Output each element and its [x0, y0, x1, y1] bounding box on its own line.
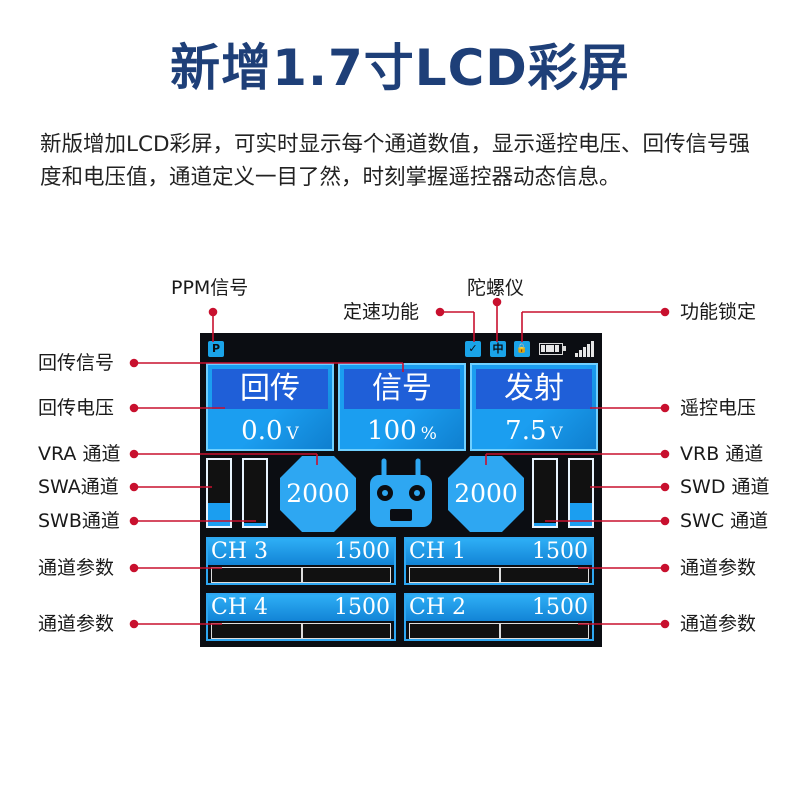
battery-icon [539, 343, 566, 355]
panel-title: 发射 [476, 369, 592, 409]
panel-title: 回传 [212, 369, 328, 409]
channel-name: CH 2 [409, 595, 467, 620]
label-gyro: 陀螺仪 [467, 277, 525, 299]
description-text: 新版增加LCD彩屏，可实时显示每个通道数值，显示遥控电压、回传信号强度和电压值，… [40, 132, 751, 190]
swc-slider [532, 458, 558, 528]
label-return-voltage: 回传电压 [38, 397, 115, 419]
ppm-icon: P [208, 341, 224, 357]
channel-track [211, 567, 391, 583]
channel-value: 1500 [532, 595, 588, 620]
label-vrb-channel: VRB 通道 [680, 443, 764, 465]
channel-track [409, 567, 589, 583]
label-remote-voltage: 遥控电压 [680, 397, 757, 419]
channel-1-row: CH 1 1500 [404, 537, 594, 585]
status-bar: P ✓ 中 🔒 [200, 333, 602, 361]
swa-slider [206, 458, 232, 528]
label-cruise-speed: 定速功能 [343, 301, 420, 323]
channel-name: CH 1 [409, 539, 467, 564]
swb-slider [242, 458, 268, 528]
channel-2-row: CH 2 1500 [404, 593, 594, 641]
label-channel-params-right-1: 通道参数 [680, 557, 757, 579]
label-channel-params-left-1: 通道参数 [38, 557, 115, 579]
signal-strength-panel: 信号 100% [338, 363, 466, 451]
channel-name: CH 3 [211, 539, 269, 564]
channel-name: CH 4 [211, 595, 269, 620]
gyro-icon: 中 [490, 341, 506, 357]
label-swc-channel: SWC 通道 [680, 510, 769, 532]
channel-value: 1500 [334, 539, 390, 564]
remote-controller-icon [370, 458, 432, 527]
channel-3-row: CH 3 1500 [206, 537, 396, 585]
label-return-signal: 回传信号 [38, 352, 115, 374]
swd-slider [568, 458, 594, 528]
lock-icon: 🔒 [514, 341, 530, 357]
label-vra-channel: VRA 通道 [38, 443, 121, 465]
label-swa-channel: SWA通道 [38, 476, 119, 498]
channel-track [409, 623, 589, 639]
channel-track [211, 623, 391, 639]
panel-value: 100% [367, 416, 437, 446]
vrb-knob: 2000 [448, 456, 524, 532]
label-channel-params-right-2: 通道参数 [680, 613, 757, 635]
channel-4-row: CH 4 1500 [206, 593, 396, 641]
panel-title: 信号 [344, 369, 460, 409]
label-channel-params-left-2: 通道参数 [38, 613, 115, 635]
page-title: 新增1.7寸LCD彩屏 [170, 39, 630, 97]
speed-icon: ✓ [465, 341, 481, 357]
label-swd-channel: SWD 通道 [680, 476, 770, 498]
label-swb-channel: SWB通道 [38, 510, 120, 532]
label-function-lock: 功能锁定 [680, 301, 757, 323]
channel-value: 1500 [334, 595, 390, 620]
channel-value: 1500 [532, 539, 588, 564]
vra-knob: 2000 [280, 456, 356, 532]
label-ppm-signal: PPM信号 [171, 277, 249, 299]
signal-strength-icon [575, 341, 595, 357]
